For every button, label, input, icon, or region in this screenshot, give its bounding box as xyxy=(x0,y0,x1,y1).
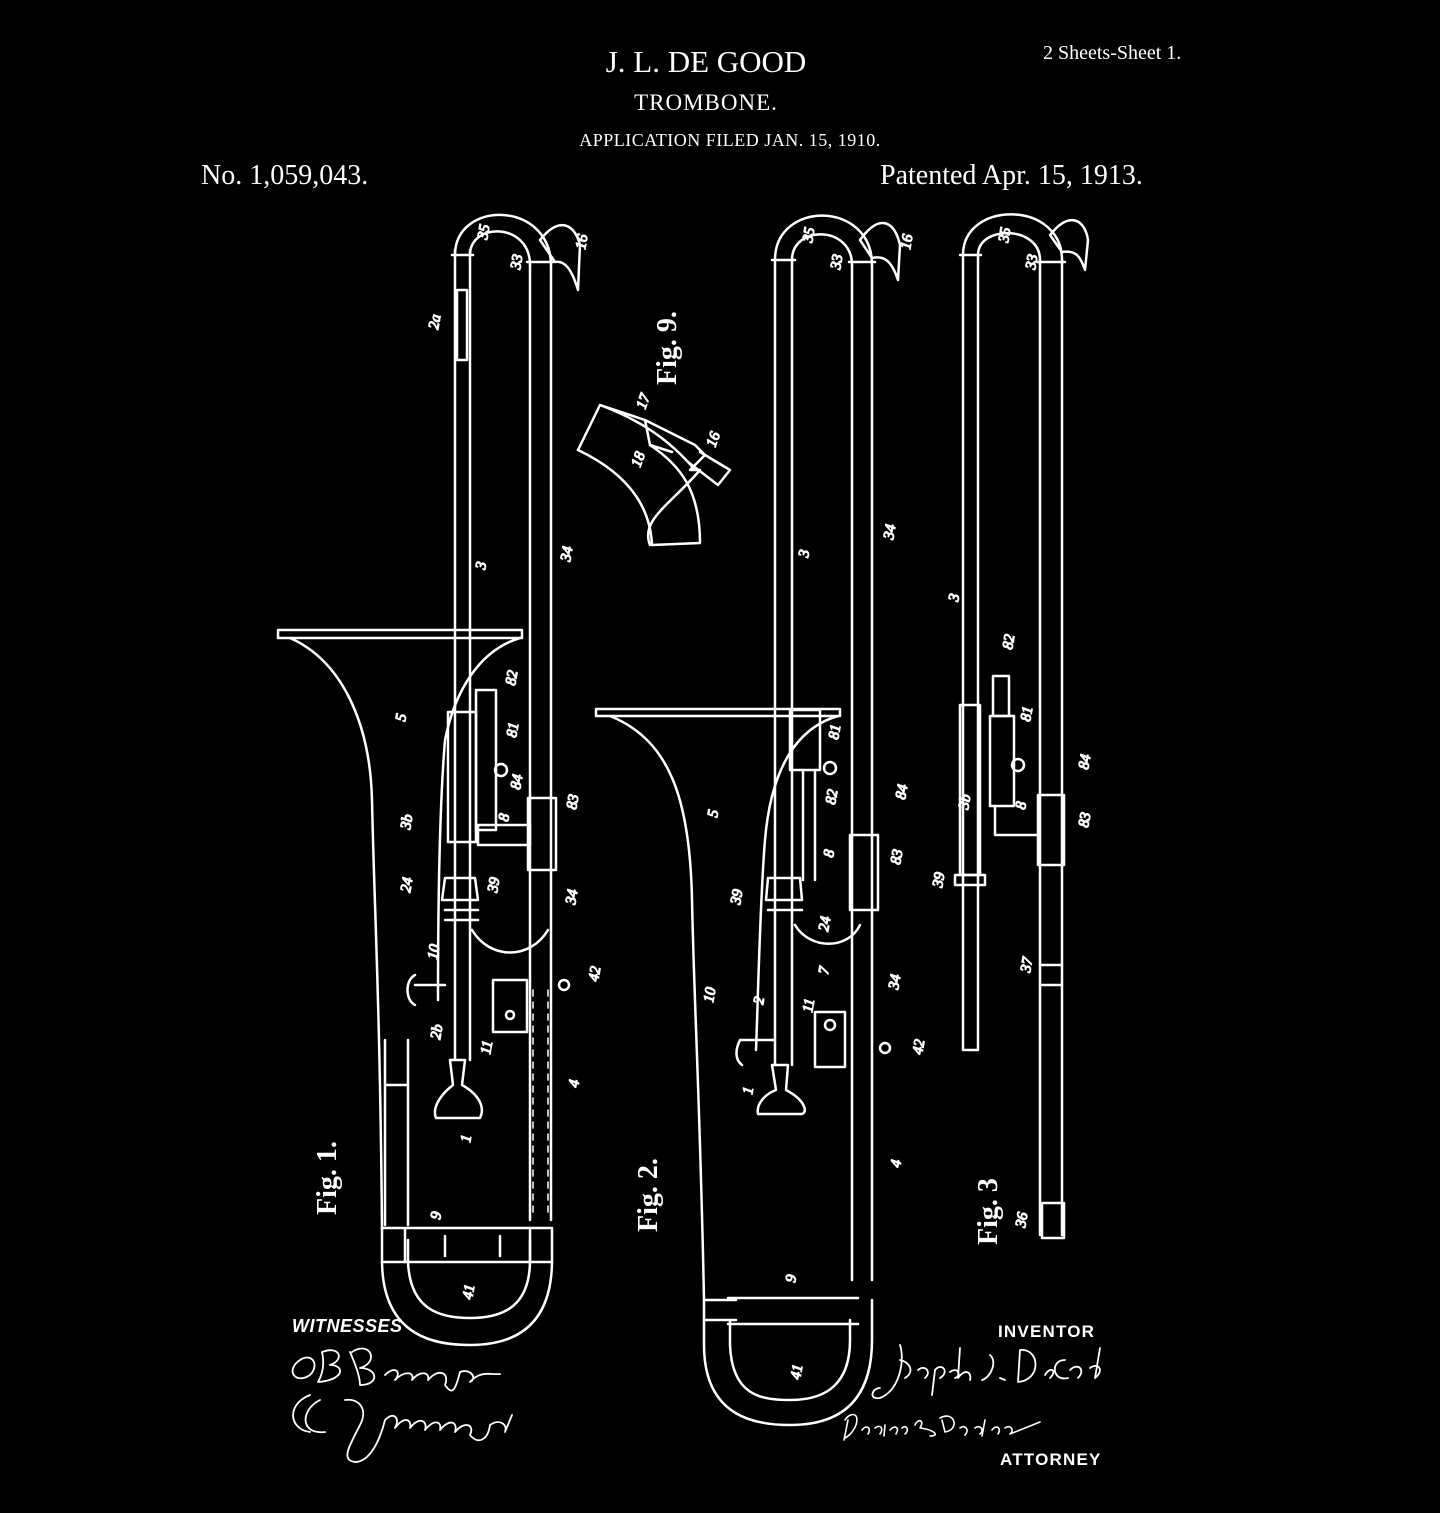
ref-24-fig2: 24 xyxy=(816,915,834,933)
sheet-info: 2 Sheets-Sheet 1. xyxy=(1043,42,1182,64)
attorney-signature xyxy=(843,1413,1041,1441)
ref-83: 83 xyxy=(564,793,582,811)
ref-17-fig9: 17 xyxy=(634,390,655,411)
ref-9-fig2: 9 xyxy=(783,1273,800,1284)
ref-37-fig3: 37 xyxy=(1018,955,1037,975)
ref-41-fig2: 41 xyxy=(788,1363,806,1381)
ref-1: 1 xyxy=(458,1134,475,1144)
fig3-label: Fig. 3 xyxy=(973,1178,1004,1245)
ref-16-fig2: 16 xyxy=(898,233,916,251)
application-filed-date: APPLICATION FILED JAN. 15, 1910. xyxy=(579,130,881,150)
ref-16: 16 xyxy=(573,233,591,251)
ref-42-fig2: 42 xyxy=(910,1038,928,1056)
ref-11-fig2: 11 xyxy=(800,997,818,1013)
inventor-label: INVENTOR xyxy=(998,1322,1096,1341)
ref-3: 3 xyxy=(473,561,490,572)
ref-2a: 2a xyxy=(426,313,444,331)
ref-41: 41 xyxy=(460,1283,478,1301)
inventor-signature xyxy=(871,1344,1101,1400)
ref-35-fig3: 35 xyxy=(996,226,1015,245)
ref-39-fig2: 39 xyxy=(728,888,747,907)
fig1-label: Fig. 1. xyxy=(312,1141,343,1215)
reference-numerals: 35 33 16 2a 3 34 82 81 84 83 8 5 3b 24 3… xyxy=(393,222,1096,1381)
fig2-trombone-drawing xyxy=(594,214,902,1427)
ref-81-fig2: 81 xyxy=(826,723,844,741)
ref-2b: 2b xyxy=(428,1023,446,1041)
ref-10: 10 xyxy=(425,943,443,961)
fig9-label: Fig. 9. xyxy=(652,311,683,385)
ref-39-fig3: 39 xyxy=(930,871,949,890)
ref-82-fig3: 82 xyxy=(1000,633,1018,651)
ref-24: 24 xyxy=(398,876,416,894)
ref-82: 82 xyxy=(503,669,521,687)
fig3-slide-drawing xyxy=(953,213,1090,1240)
ref-84-fig3: 84 xyxy=(1076,753,1094,771)
ref-42: 42 xyxy=(586,965,604,983)
ref-2-fig2: 2 xyxy=(751,995,768,1006)
ref-10-fig2: 10 xyxy=(701,986,719,1004)
ref-1-fig2: 1 xyxy=(740,1086,757,1096)
ref-34b: 34 xyxy=(563,888,582,907)
ref-39: 39 xyxy=(485,876,504,895)
ref-35-fig2: 35 xyxy=(800,226,819,245)
ref-36-fig3: 36 xyxy=(1013,1211,1032,1230)
ref-3-fig2: 3 xyxy=(796,549,813,560)
fig9-section-drawing xyxy=(576,403,732,547)
patented-date: Patented Apr. 15, 1913. xyxy=(880,160,1143,191)
ref-34-fig2: 34 xyxy=(881,523,900,542)
ref-34: 34 xyxy=(558,545,577,564)
ref-18-fig9: 18 xyxy=(629,449,649,469)
fig2-label: Fig. 2. xyxy=(633,1158,664,1232)
patent-title: TROMBONE. xyxy=(634,90,778,115)
ref-33: 33 xyxy=(508,253,527,272)
ref-82-fig2: 82 xyxy=(823,788,841,806)
inventor-name-heading: J. L. DE GOOD xyxy=(605,44,807,79)
ref-4: 4 xyxy=(566,1078,583,1089)
patent-number: No. 1,059,043. xyxy=(201,160,369,191)
ref-7-fig2: 7 xyxy=(816,964,833,976)
ref-84: 84 xyxy=(508,773,526,791)
ref-8: 8 xyxy=(496,812,513,823)
ref-3b-fig3: 3b xyxy=(956,793,975,812)
ref-9: 9 xyxy=(428,1210,445,1221)
witnesses-label: WITNESSES xyxy=(292,1316,403,1336)
ref-5-fig2: 5 xyxy=(705,808,722,819)
ref-8-fig3: 8 xyxy=(1013,800,1030,811)
ref-4-fig2: 4 xyxy=(888,1158,905,1169)
ref-16-fig9: 16 xyxy=(704,429,724,449)
ref-3-fig3: 3 xyxy=(946,593,963,604)
ref-3b: 3b xyxy=(398,813,417,832)
ref-84-fig2: 84 xyxy=(893,783,911,801)
ref-81: 81 xyxy=(504,721,522,739)
ref-33-fig2: 33 xyxy=(828,253,847,272)
ref-35: 35 xyxy=(475,223,494,242)
witness-signature-2 xyxy=(292,1394,513,1463)
attorney-label: ATTORNEY xyxy=(1000,1450,1102,1469)
ref-83-fig3: 83 xyxy=(1076,811,1094,829)
ref-11: 11 xyxy=(478,1039,496,1055)
ref-34b-fig2: 34 xyxy=(886,973,905,992)
ref-83-fig2: 83 xyxy=(888,848,906,866)
ref-33-fig3: 33 xyxy=(1023,253,1042,272)
witness-signature-1 xyxy=(291,1347,501,1392)
ref-8-fig2: 8 xyxy=(821,848,838,859)
ref-5: 5 xyxy=(393,712,410,723)
fig1-trombone-drawing xyxy=(276,213,582,1347)
ref-81-fig3: 81 xyxy=(1018,705,1036,723)
